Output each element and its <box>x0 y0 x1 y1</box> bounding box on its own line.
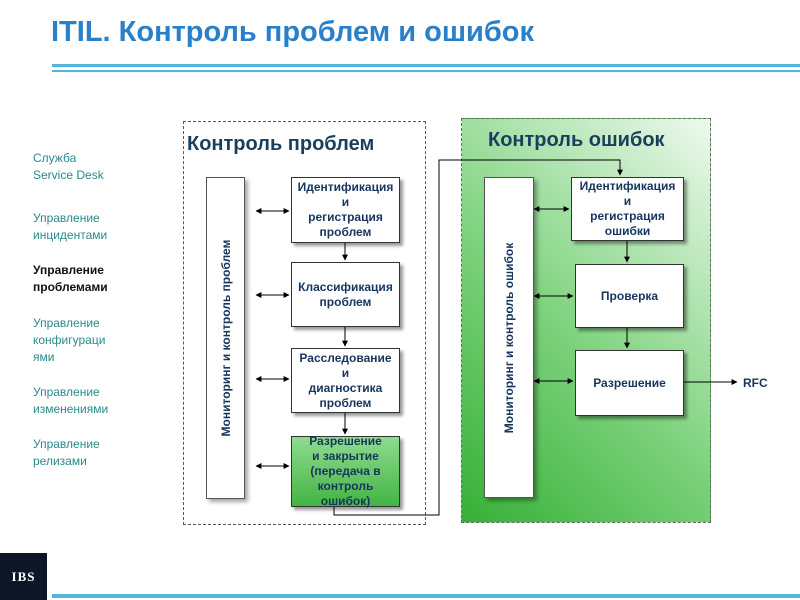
step-problem-identification: Идентификация и регистрация проблем <box>291 177 400 243</box>
error-monitoring-box: Мониторинг и контроль ошибок <box>484 177 534 498</box>
problem-control-title: Контроль проблем <box>187 133 375 155</box>
sidebar-item-changes[interactable]: Управление изменениями <box>33 385 109 416</box>
step-error-verification: Проверка <box>575 264 684 328</box>
sidebar-item-configurations[interactable]: Управление конфигураци ями <box>33 316 106 364</box>
step-error-identification: Идентификация и регистрация ошибки <box>571 177 684 241</box>
problem-control-panel <box>183 121 426 525</box>
footer-rule <box>52 594 800 598</box>
error-control-title: Контроль ошибок <box>488 129 665 151</box>
step-problem-diagnosis: Расследование и диагностика проблем <box>291 348 400 413</box>
sidebar-item-service-desk[interactable]: Служба Service Desk <box>33 151 104 182</box>
title-rule-bottom <box>52 70 800 72</box>
sidebar-item-problems[interactable]: Управление проблемами <box>33 263 108 294</box>
sidebar-item-releases[interactable]: Управление релизами <box>33 437 100 468</box>
ibs-logo: IBS <box>0 553 47 600</box>
rfc-label: RFC <box>743 376 768 390</box>
problem-monitoring-box: Мониторинг и контроль проблем <box>206 177 245 499</box>
connector-to-error-control <box>333 159 623 516</box>
step-error-resolution: Разрешение <box>575 350 684 416</box>
problem-monitoring-label: Мониторинг и контроль проблем <box>218 239 233 437</box>
error-monitoring-label: Мониторинг и контроль ошибок <box>502 242 516 433</box>
page-title: ITIL. Контроль проблем и ошибок <box>51 16 534 48</box>
title-rule-top <box>52 64 800 67</box>
step-problem-resolution: Разрешение и закрытие (передача в контро… <box>291 434 400 508</box>
sidebar-item-incidents[interactable]: Управление инцидентами <box>33 211 108 242</box>
step-problem-classification: Классификация проблем <box>291 262 400 327</box>
